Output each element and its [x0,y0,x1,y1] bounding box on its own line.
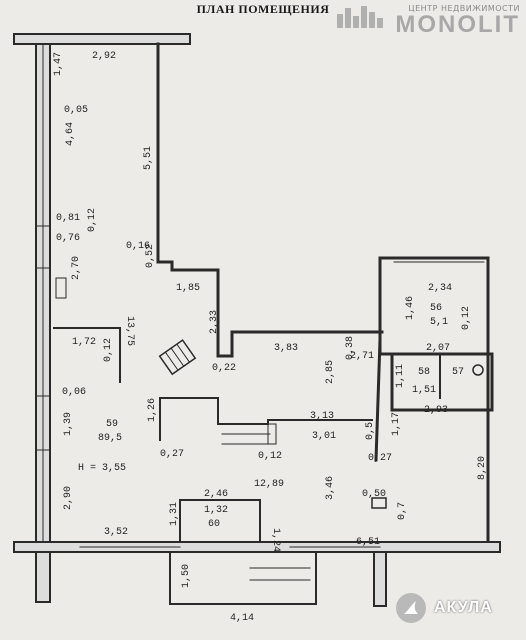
dim-mid-wall: 3,83 [274,343,298,354]
dim-left-2: 0,05 [64,105,88,116]
dim-corner-b: 0,52 [145,244,156,268]
dim-mid-g: 1,17 [391,412,402,436]
dim-left-mid: 2,70 [71,256,82,280]
dim-left-low2: 1,39 [63,412,74,436]
dim-right-v: 8,20 [477,456,488,480]
dim-mid-h: 1,11 [395,364,406,388]
dim-top-wall: 2,92 [92,51,116,62]
inner-block [159,397,373,425]
agency-name: АКУЛА [434,599,493,616]
room-b-area: 1,51 [412,385,436,396]
dim-main-v: 3,46 [325,476,336,500]
room-c-c: 2,07 [426,343,450,354]
room-c-area: 5,1 [430,317,448,328]
wall-top [13,33,191,45]
dim-left-low: 0,06 [62,387,86,398]
porch [169,551,317,605]
room-height: H = 3,55 [78,463,126,474]
room-c-d: 0,12 [461,306,472,330]
room-c-b: 1,46 [405,296,416,320]
dim-mid-v2: 0,38 [345,336,356,360]
watermark: ЦЕНТР НЕДВИЖИМОСТИ MONOLIT [337,4,520,38]
watermark-tagline: ЦЕНТР НЕДВИЖИМОСТИ [408,4,520,13]
dim-bottom-right: 6,51 [356,537,380,548]
toilet-icon [472,364,484,376]
dim-small-room-v: 0,12 [103,338,114,362]
dim-mid-small-v: 0,7 [397,502,408,520]
dim-mid-small: 0,50 [362,489,386,500]
dim-mid-b: 3,13 [310,411,334,422]
wall-bottom-left-stub [35,551,51,603]
dim-corner-a: 0,16 [126,241,150,252]
dim-mid-e: 0,27 [368,453,392,464]
dim-porch-bottom: 4,14 [230,613,254,624]
wall-step [156,260,384,358]
plan-title: ПЛАН ПОМЕЩЕНИЯ [196,2,330,16]
dim-step-v: 2,33 [209,310,220,334]
dim-entry-a: 2,46 [204,489,228,500]
dim-entry-v2: 1,24 [270,528,281,552]
room-entry-number: 60 [208,519,220,530]
dim-step: 1,85 [176,283,200,294]
wall-partition [374,338,382,462]
dim-inner-a: 0,27 [160,449,184,460]
dim-inner-b: 0,22 [212,363,236,374]
dim-entry-v1: 1,31 [169,502,180,526]
dim-porch-v: 1,50 [181,564,192,588]
dim-window-a: 0,81 [56,213,80,224]
room-b-c: 2,93 [424,405,448,416]
room-main-area: 89,5 [98,433,122,444]
stair-icon [158,339,197,376]
dim-left-long: 13,75 [124,316,135,346]
room-c-a: 2,34 [428,283,452,294]
room-b-number2: 57 [452,367,464,378]
dim-small-room: 1,72 [72,337,96,348]
room-c-number: 56 [430,303,442,314]
dim-left-1: 1,47 [53,52,64,76]
dim-bottom-left: 3,52 [104,527,128,538]
dim-mid-v1: 2,85 [325,360,336,384]
wall-bath [390,352,494,412]
dim-mid-a: 2,71 [350,351,374,362]
wall-bottom [13,541,501,553]
dim-inner-v: 1,26 [147,398,158,422]
room-main-number: 59 [106,419,118,430]
dim-right-tall: 5,51 [143,146,154,170]
dim-window-b: 0,76 [56,233,80,244]
dim-mid-c: 3,01 [312,431,336,442]
watermark-brand: MONOLIT [395,11,520,38]
dim-left-3: 4,64 [65,122,76,146]
dim-window-c: 0,12 [87,208,98,232]
agency-badge: АКУЛА [396,590,493,626]
entry-room [179,499,261,543]
dim-entry-b: 1,32 [204,505,228,516]
buildings-icon [337,6,384,28]
dim-mid-d: 0,12 [258,451,282,462]
dim-left-bottom: 2,90 [63,486,74,510]
dim-mid-f: 0,5 [365,422,376,440]
dim-main-diag: 12,89 [254,479,284,490]
shark-fin-icon [396,593,426,623]
room-b-number: 58 [418,367,430,378]
wall-bottom-right-stub [373,551,387,607]
room-small-left [53,327,121,383]
